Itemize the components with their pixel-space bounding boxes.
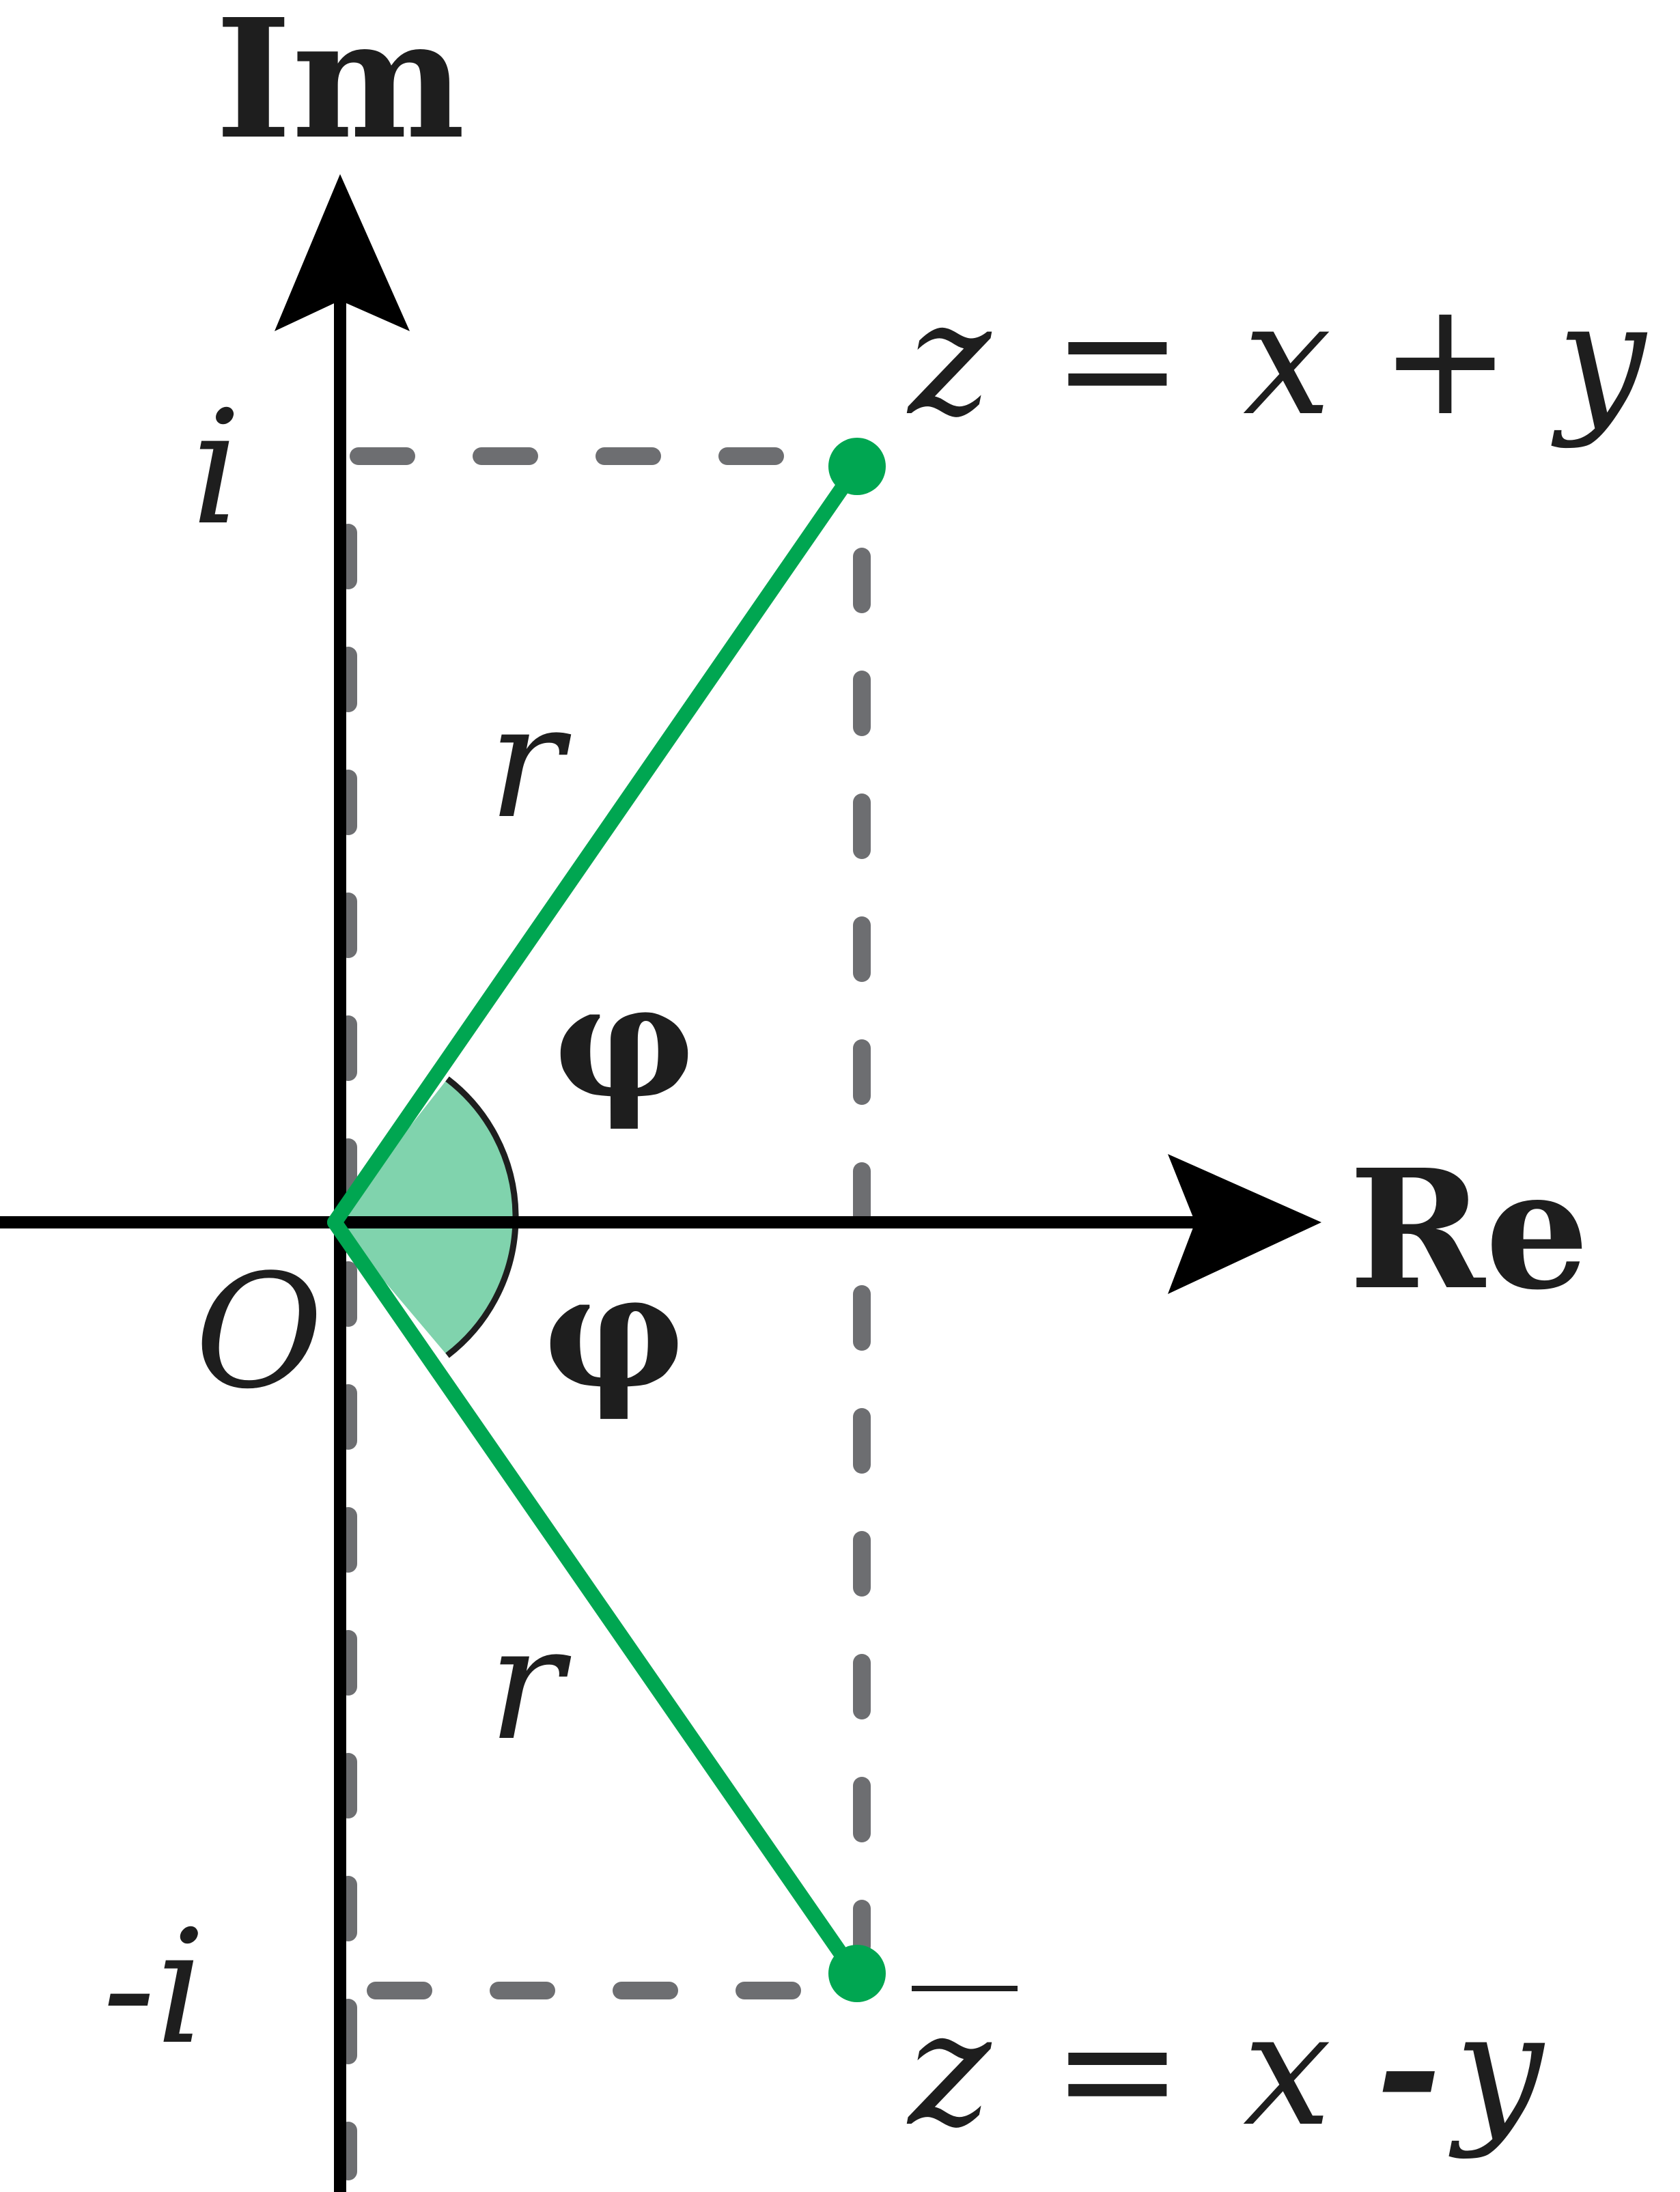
modulus-label-lower: r [488,1593,572,1775]
tick-label-i: i [191,378,242,560]
formula-z-plus: + [1380,268,1511,451]
imag-axis-arrowhead [275,174,410,331]
real-axis-arrowhead [1168,1154,1321,1294]
vector-z-conjugate [327,1215,865,1984]
formula-z-y: y [1551,268,1648,451]
angle-label-upper: φ [553,949,695,1134]
real-axis-label: Re [1349,1134,1589,1326]
tick-label-neg-i: -i [102,1897,206,2079]
point-z-conjugate [828,1945,886,2002]
origin-label: O [195,1241,324,1424]
point-z [828,438,886,495]
vector-z [327,459,865,1230]
formula-zbar-minus: - [1376,1977,1441,2161]
formula-zbar-x: x [1243,1979,1332,2161]
formula-z-equals: = [1052,268,1184,451]
formula-z: z = x + y [906,268,1648,451]
angle-label-lower: φ [543,1239,685,1424]
formula-z-variable: z [906,268,992,451]
formula-zbar-equals: = [1052,1979,1184,2161]
formula-z-conjugate: z = x - y [906,1977,1545,2161]
formula-zbar-y: y [1448,1979,1545,2161]
imag-axis-label: Im [215,0,465,175]
modulus-label-upper: r [488,671,572,854]
formula-z-x: x [1243,268,1332,451]
formula-zbar-variable: z [906,1979,992,2161]
